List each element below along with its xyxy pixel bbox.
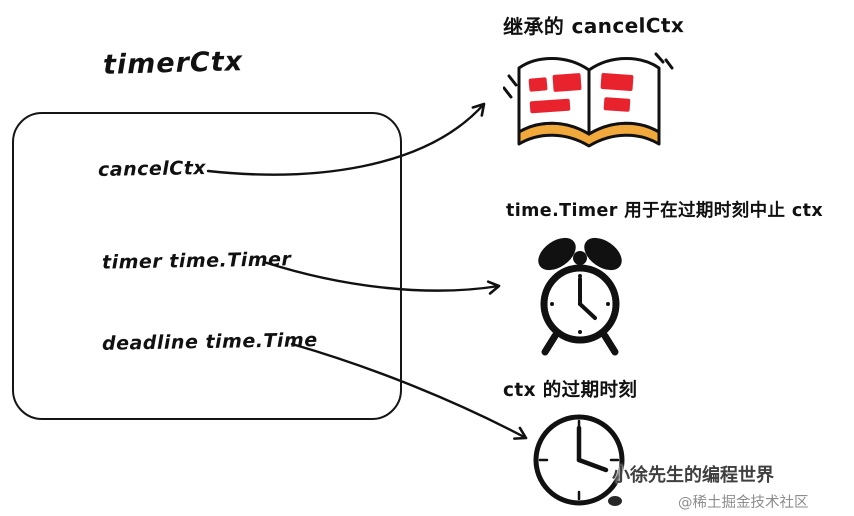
timerctx-struct-box: [12, 112, 402, 420]
clock-icon: [533, 414, 625, 506]
watermark-community: @稀土掘金技术社区: [678, 495, 809, 511]
annotation-deadline-meaning: ctx 的过期时刻: [503, 380, 638, 401]
watermark-author: 小徐先生的编程世界: [612, 465, 774, 486]
struct-title: timerCtx: [102, 46, 244, 81]
field-timer: timer time.Timer: [101, 248, 292, 274]
field-deadline: deadline time.Time: [101, 329, 318, 355]
annotation-timer-purpose: time.Timer 用于在过期时刻中止 ctx: [506, 201, 824, 221]
open-book-icon: [503, 52, 674, 148]
alarm-clock-icon: [538, 237, 622, 356]
annotation-inherited-cancelctx: 继承的 cancelCtx: [502, 13, 685, 39]
field-cancelctx: cancelCtx: [97, 157, 207, 181]
